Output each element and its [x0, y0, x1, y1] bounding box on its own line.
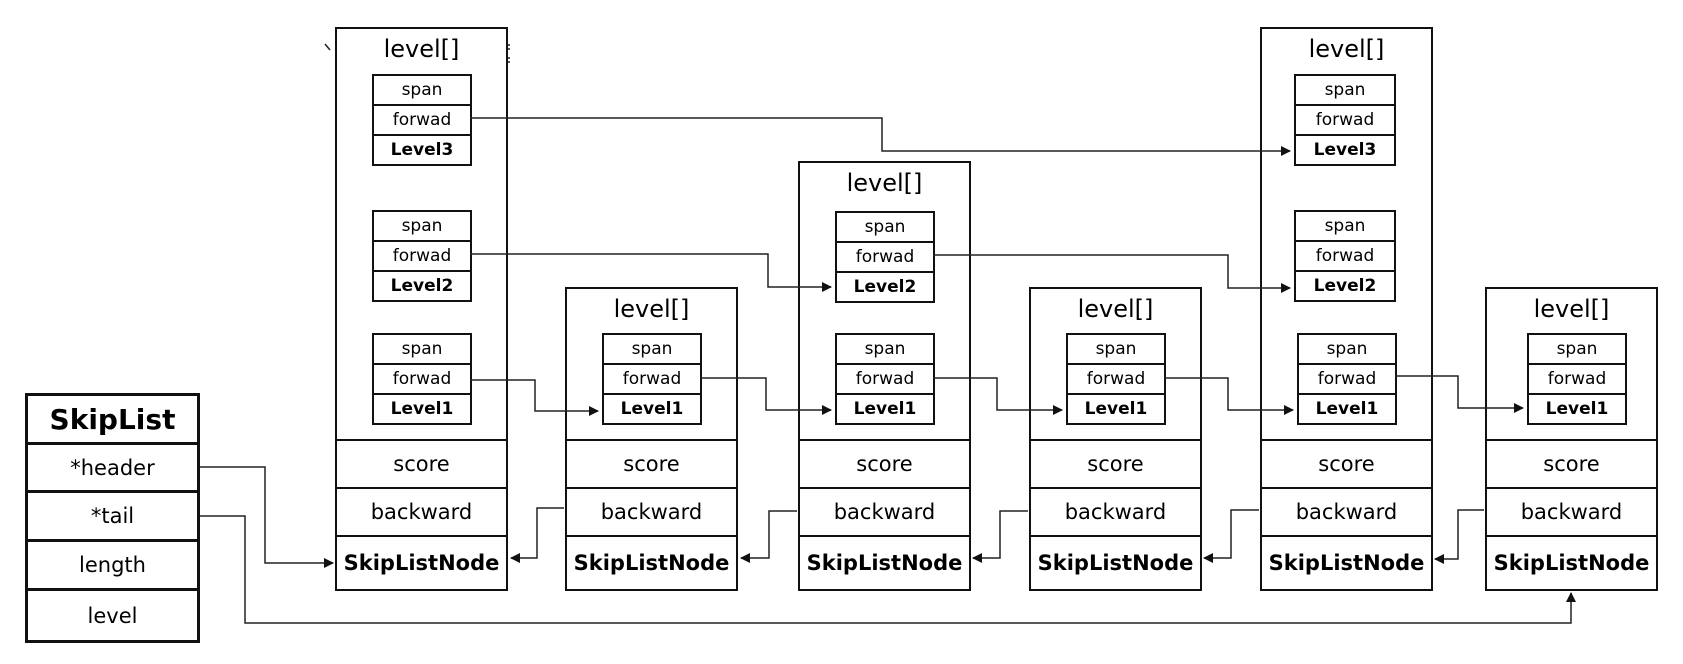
- level1-label: Level1: [1066, 393, 1166, 425]
- level2-forward-arrow: [933, 254, 1291, 293]
- backward-pointer-arrow: [1203, 509, 1259, 563]
- backward-pointer-arrow: [972, 510, 1028, 563]
- node-type-label: SkipListNode: [1260, 535, 1433, 591]
- node-type-label: SkipListNode: [335, 535, 508, 591]
- level1-span: span: [1527, 333, 1627, 365]
- level-array-title: level[]: [383, 35, 460, 63]
- skiplist-node-5: level[] span forwad Level3 span forwad L…: [1260, 27, 1433, 591]
- level-array-title: level[]: [613, 295, 690, 323]
- level1-span: span: [602, 333, 702, 365]
- level2-label: Level2: [372, 270, 472, 302]
- level1-span: span: [1297, 333, 1397, 365]
- node-type-label: SkipListNode: [1485, 535, 1658, 591]
- header-pointer-arrow: [200, 466, 334, 568]
- level1-forward: forwad: [602, 363, 702, 395]
- node-type-label: SkipListNode: [565, 535, 738, 591]
- level1-forward: forwad: [372, 363, 472, 395]
- level1-forward-arrow: [1395, 375, 1524, 413]
- score-field: score: [798, 439, 971, 489]
- skiplist-node-2: level[] span forwad Level1 score backwar…: [565, 287, 738, 591]
- level-array-title: level[]: [846, 169, 923, 197]
- skiplist-node-3: level[] span forwad Level2 span forwad L…: [798, 161, 971, 591]
- level-array-title: level[]: [1533, 295, 1610, 323]
- level1-label: Level1: [372, 393, 472, 425]
- level3-label: Level3: [1294, 134, 1396, 166]
- level2-span: span: [835, 211, 935, 243]
- level2-forward: forwad: [835, 241, 935, 273]
- backward-pointer-arrow: [1434, 509, 1484, 564]
- level1-span: span: [835, 333, 935, 365]
- score-field: score: [1260, 439, 1433, 489]
- skiplist-title: SkipList: [25, 393, 200, 445]
- level1-span: span: [1066, 333, 1166, 365]
- level1-label: Level1: [1527, 393, 1627, 425]
- decorative-tick: [324, 43, 331, 51]
- level-array-title: level[]: [1077, 295, 1154, 323]
- backward-field: backward: [1260, 487, 1433, 537]
- level2-forward-arrow: [470, 253, 832, 292]
- level3-label: Level3: [372, 134, 472, 166]
- backward-pointer-arrow: [740, 510, 797, 563]
- level-array-title: level[]: [1308, 35, 1385, 63]
- node-type-label: SkipListNode: [798, 535, 971, 591]
- level3-forward-arrow: [470, 117, 1291, 156]
- skiplist-field-level: level: [25, 588, 200, 643]
- skiplist-node-4: level[] span forwad Level1 score backwar…: [1029, 287, 1202, 591]
- level1-label: Level1: [602, 393, 702, 425]
- backward-pointer-arrow: [510, 507, 564, 563]
- score-field: score: [1029, 439, 1202, 489]
- level1-label: Level1: [1297, 393, 1397, 425]
- level1-forward-arrow: [470, 379, 599, 416]
- tail-pointer-arrow: [200, 515, 1576, 624]
- level1-forward-arrow: [933, 377, 1063, 415]
- level2-label: Level2: [835, 271, 935, 303]
- level2-label: Level2: [1294, 270, 1396, 302]
- level1-forward: forwad: [1066, 363, 1166, 395]
- backward-field: backward: [798, 487, 971, 537]
- skiplist-struct: SkipList *header *tail length level: [25, 393, 200, 643]
- score-field: score: [565, 439, 738, 489]
- skiplist-field-header: *header: [25, 442, 200, 493]
- score-field: score: [1485, 439, 1658, 489]
- skiplist-node-1: level[] span forwad Level3 span forwad L…: [335, 27, 508, 591]
- level1-forward: forwad: [1527, 363, 1627, 395]
- level2-forward: forwad: [372, 240, 472, 272]
- skiplist-node-6: level[] span forwad Level1 score backwar…: [1485, 287, 1658, 591]
- level1-forward-arrow: [700, 377, 832, 415]
- level1-forward-arrow: [1164, 377, 1294, 415]
- level1-label: Level1: [835, 393, 935, 425]
- node-type-label: SkipListNode: [1029, 535, 1202, 591]
